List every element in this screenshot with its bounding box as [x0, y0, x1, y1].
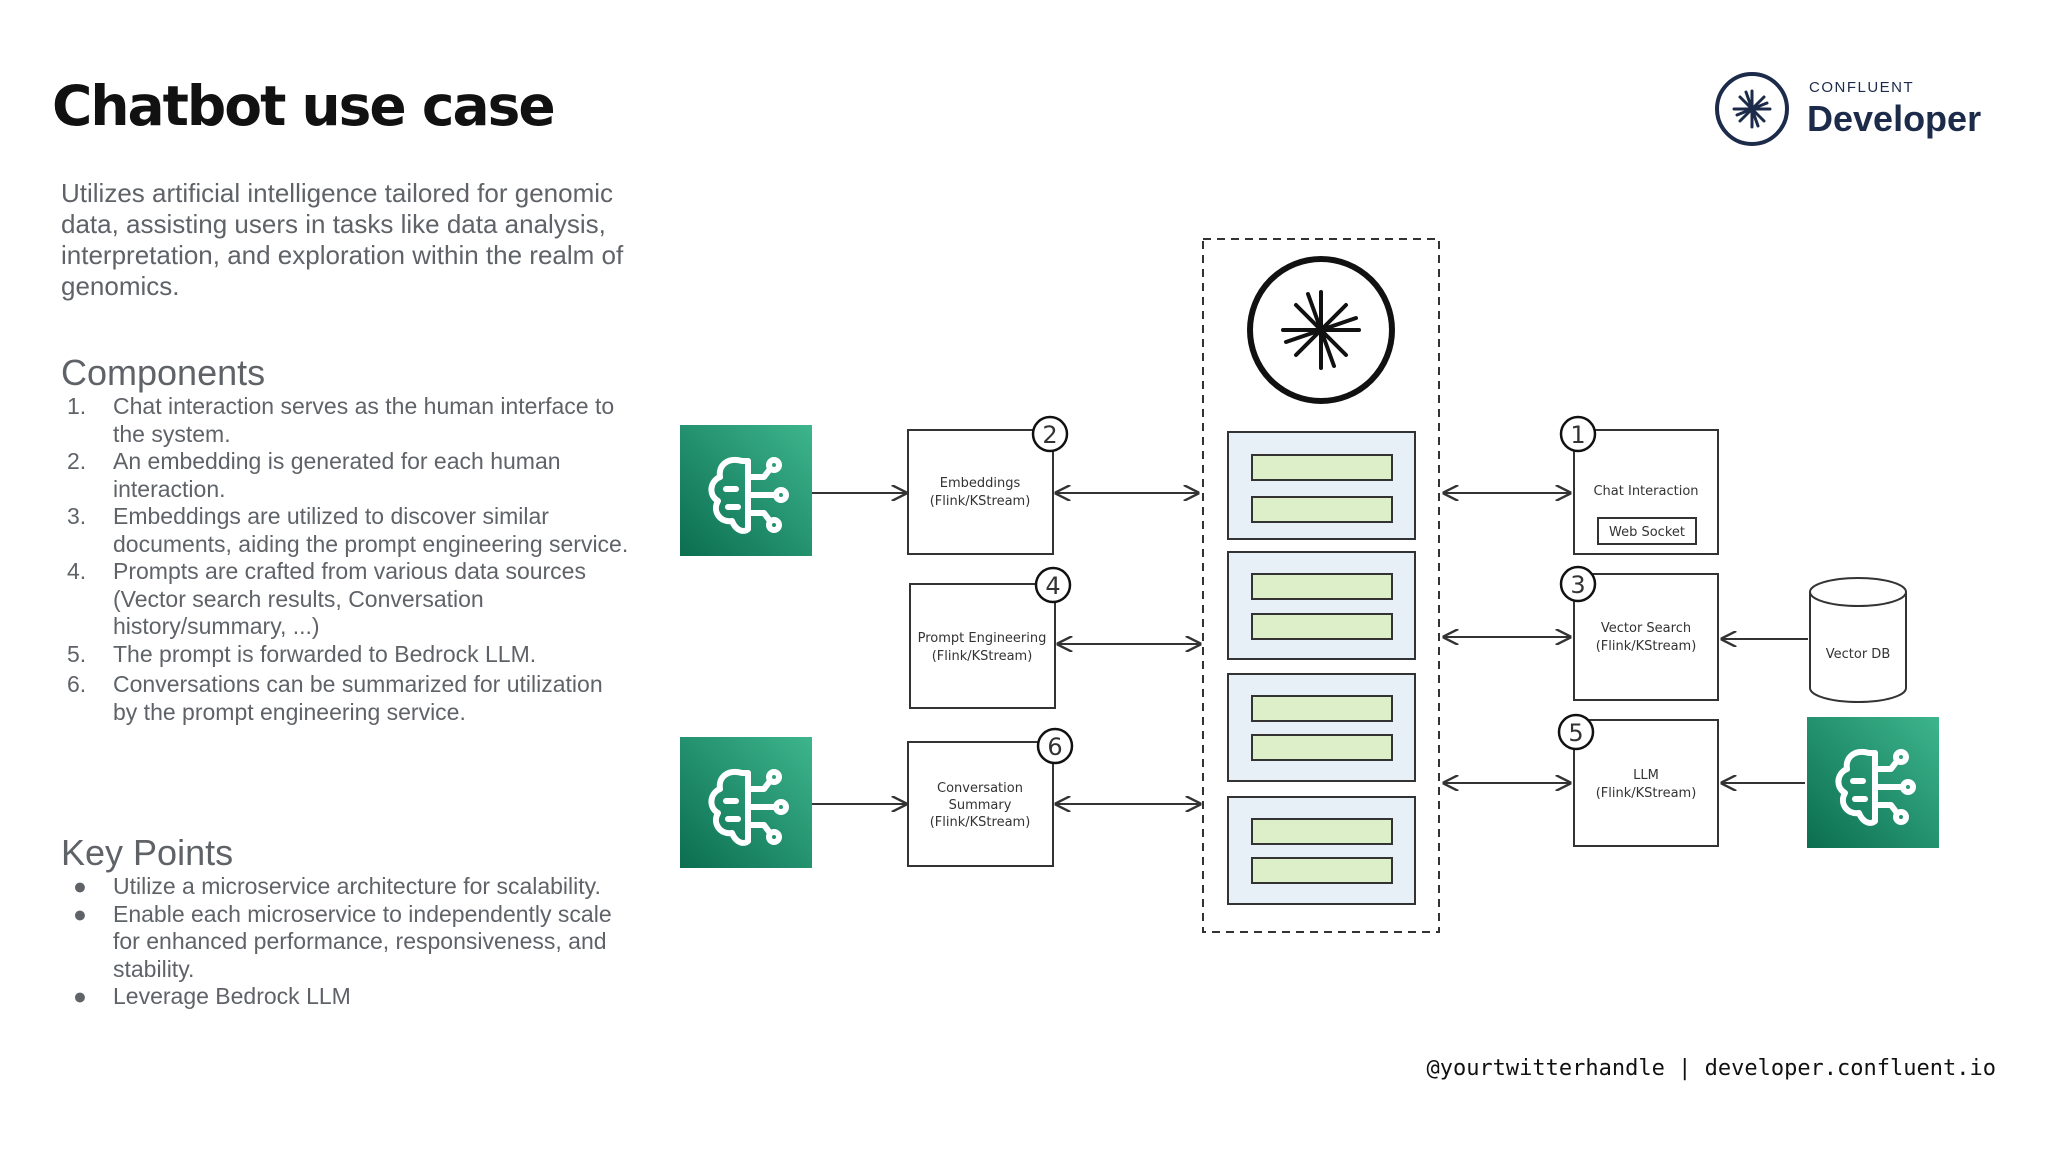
svg-text:(Flink/KStream): (Flink/KStream) — [1596, 639, 1697, 654]
list-item: 1.Chat interaction serves as the human i… — [67, 393, 615, 447]
conversation-summary-box: Conversation Summary (Flink/KStream) 6 — [907, 727, 1074, 867]
vector-db-cylinder: Vector DB — [1809, 577, 1907, 703]
list-item: 4.Prompts are crafted from various data … — [67, 558, 586, 639]
kafka-topics-column — [1202, 238, 1440, 933]
list-item: 2.An embedding is generated for each hum… — [67, 448, 561, 502]
list-item: 3.Embeddings are utilized to discover si… — [67, 503, 629, 557]
svg-text:1: 1 — [1570, 421, 1585, 449]
svg-text:Vector Search: Vector Search — [1601, 621, 1691, 636]
embeddings-box: Embeddings (Flink/KStream) 2 — [907, 415, 1069, 555]
svg-text:Summary: Summary — [949, 798, 1012, 813]
footer-handle: @yourtwitterhandle | developer.confluent… — [1426, 1056, 1996, 1081]
intro-paragraph: Utilizes artificial intelligence tailore… — [61, 178, 624, 301]
logo-brand-small: CONFLUENT — [1809, 79, 1915, 96]
components-heading: Components — [61, 352, 266, 393]
svg-text:4: 4 — [1045, 572, 1060, 600]
list-item: 5.The prompt is forwarded to Bedrock LLM… — [67, 640, 537, 667]
svg-text:(Flink/KStream): (Flink/KStream) — [932, 649, 1033, 664]
list-item: ●Utilize a microservice architecture for… — [73, 873, 601, 899]
components-list: 1.Chat interaction serves as the human i… — [61, 393, 631, 726]
svg-text:Web Socket: Web Socket — [1609, 525, 1685, 540]
svg-text:Chat Interaction: Chat Interaction — [1593, 484, 1698, 499]
bedrock-brain-icon — [680, 737, 812, 868]
svg-text:(Flink/KStream): (Flink/KStream) — [930, 494, 1031, 509]
vector-search-box: Vector Search (Flink/KStream) 3 — [1559, 565, 1719, 701]
svg-text:Conversation: Conversation — [937, 781, 1023, 796]
key-points-list: ●Utilize a microservice architecture for… — [61, 873, 631, 1011]
svg-text:2: 2 — [1042, 421, 1057, 449]
bedrock-brain-icon — [680, 425, 812, 556]
bedrock-brain-icon — [1807, 717, 1939, 848]
svg-text:LLM: LLM — [1633, 768, 1659, 783]
chat-interaction-box: Chat Interaction Web Socket 1 — [1559, 415, 1719, 555]
svg-text:3: 3 — [1570, 571, 1585, 599]
svg-text:(Flink/KStream): (Flink/KStream) — [1596, 786, 1697, 801]
key-points-heading: Key Points — [61, 832, 234, 873]
svg-text:Embeddings: Embeddings — [940, 476, 1021, 491]
list-item: ●Leverage Bedrock LLM — [73, 983, 351, 1009]
svg-text:Vector DB: Vector DB — [1826, 647, 1891, 662]
list-item: ●Enable each microservice to independent… — [73, 900, 612, 982]
prompt-engineering-box: Prompt Engineering (Flink/KStream) 4 — [909, 566, 1072, 709]
list-item: 6.Conversations can be summarized for ut… — [67, 671, 603, 725]
page-title: Chatbot use case — [52, 74, 556, 138]
svg-text:Prompt Engineering: Prompt Engineering — [918, 631, 1047, 646]
llm-box: LLM (Flink/KStream) 5 — [1557, 713, 1719, 847]
svg-text:5: 5 — [1568, 719, 1583, 747]
svg-text:6: 6 — [1047, 733, 1062, 761]
logo-brand-big: Developer — [1807, 98, 1982, 139]
svg-text:(Flink/KStream): (Flink/KStream) — [930, 815, 1031, 830]
confluent-logo-icon — [1715, 72, 1789, 146]
